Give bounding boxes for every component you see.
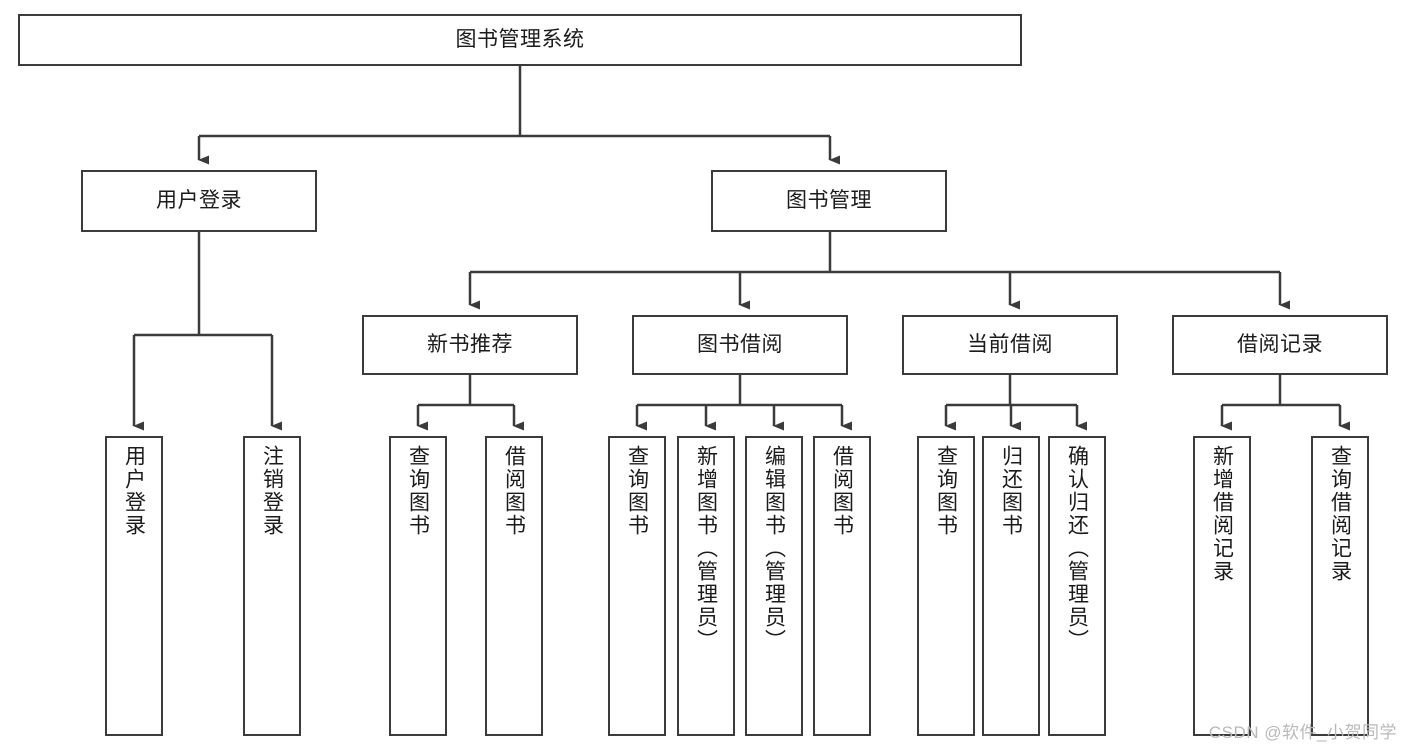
node-current-borrow[interactable]: 当前借阅	[902, 315, 1118, 375]
node-label: 归还图书	[999, 445, 1023, 537]
leaf-user-logout[interactable]: 注销登录	[243, 436, 301, 736]
node-label: 新增借阅记录	[1210, 445, 1234, 583]
node-label: 编辑图书（管理员）	[762, 445, 786, 652]
node-book-management[interactable]: 图书管理	[711, 170, 947, 232]
leaf-current-return-book[interactable]: 归还图书	[982, 436, 1040, 736]
node-user-login[interactable]: 用户登录	[81, 170, 317, 232]
csdn-watermark: CSDN @软件_小贺同学	[1208, 723, 1397, 742]
leaf-record-add-record[interactable]: 新增借阅记录	[1193, 436, 1251, 736]
leaf-record-query-record[interactable]: 查询借阅记录	[1311, 436, 1369, 736]
node-borrow-record[interactable]: 借阅记录	[1172, 315, 1388, 375]
leaf-borrow-edit-book-admin[interactable]: 编辑图书（管理员）	[745, 436, 803, 736]
node-label: 查询图书	[625, 445, 649, 537]
node-label: 借阅图书	[502, 445, 526, 537]
node-label: 用户登录	[122, 445, 146, 537]
node-label: 查询借阅记录	[1328, 445, 1352, 583]
node-root-system[interactable]: 图书管理系统	[18, 14, 1022, 66]
node-label: 图书管理系统	[455, 27, 585, 51]
leaf-current-query-book[interactable]: 查询图书	[917, 436, 975, 736]
leaf-newbook-borrow-book[interactable]: 借阅图书	[485, 436, 543, 736]
node-label: 当前借阅	[967, 332, 1053, 356]
node-label: 新书推荐	[427, 332, 513, 356]
leaf-borrow-borrow-book[interactable]: 借阅图书	[813, 436, 871, 736]
leaf-newbook-query-book[interactable]: 查询图书	[389, 436, 447, 736]
node-new-book-recommend[interactable]: 新书推荐	[362, 315, 578, 375]
node-label: 查询图书	[934, 445, 958, 537]
node-label: 注销登录	[260, 445, 284, 537]
leaf-current-confirm-return-admin[interactable]: 确认归还（管理员）	[1048, 436, 1106, 736]
leaf-borrow-query-book[interactable]: 查询图书	[608, 436, 666, 736]
node-label: 新增图书（管理员）	[694, 445, 718, 652]
leaf-user-login[interactable]: 用户登录	[105, 436, 163, 736]
node-label: 用户登录	[156, 188, 242, 212]
node-label: 借阅图书	[830, 445, 854, 537]
node-label: 查询图书	[406, 445, 430, 537]
node-label: 图书借阅	[697, 332, 783, 356]
node-label: 图书管理	[786, 188, 872, 212]
node-book-borrow[interactable]: 图书借阅	[632, 315, 848, 375]
leaf-borrow-add-book-admin[interactable]: 新增图书（管理员）	[677, 436, 735, 736]
node-label: 借阅记录	[1237, 332, 1323, 356]
node-label: 确认归还（管理员）	[1065, 445, 1089, 652]
